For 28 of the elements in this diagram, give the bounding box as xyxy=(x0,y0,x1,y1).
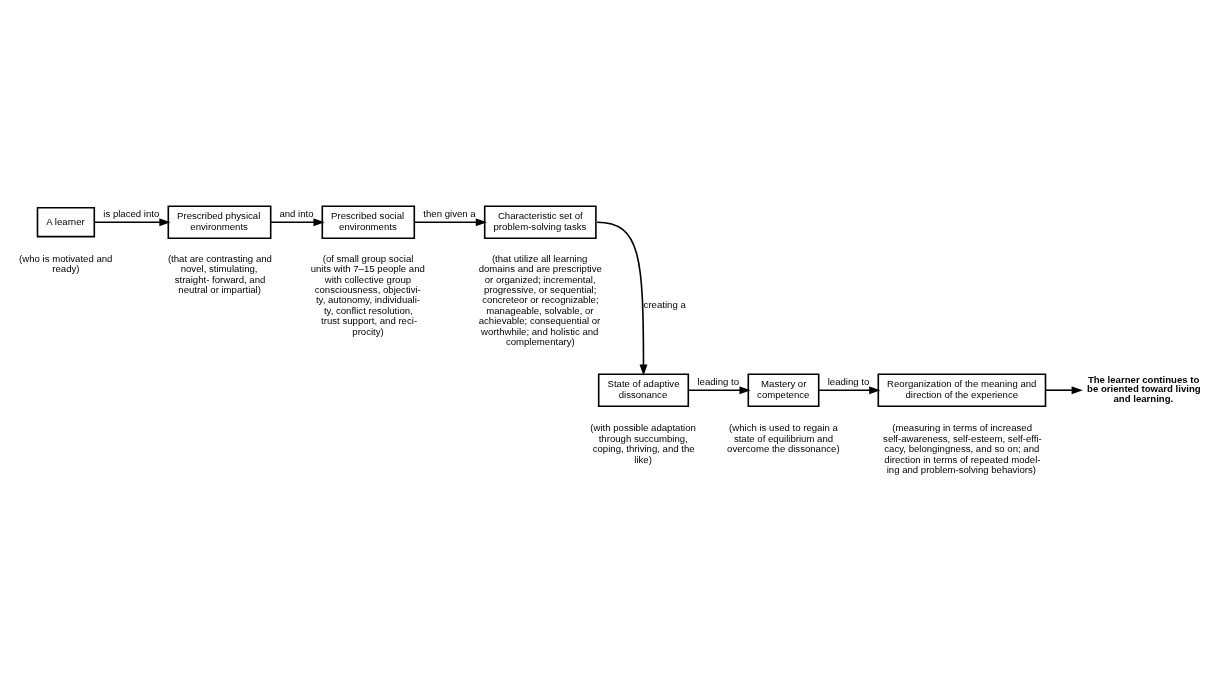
node-box: Prescribed social environments xyxy=(321,204,416,239)
arrow xyxy=(93,217,171,226)
arrow xyxy=(817,385,881,394)
edge-label: leading to xyxy=(827,375,870,387)
edge-label: leading to xyxy=(697,375,740,387)
node-label: (with possible adaptation through succumbing, coping, thriving, and the like) xyxy=(590,421,696,465)
arrow xyxy=(687,385,751,394)
node-label: (which is used to regain a state of equilibrium and overcome the dissonance) xyxy=(727,421,840,454)
node-text: The learner continues to be oriented toward living and learning. xyxy=(1087,373,1201,404)
node-box: Prescribed physical environments xyxy=(167,204,272,239)
node-box: Mastery or competence xyxy=(747,372,820,407)
arrow xyxy=(1044,385,1083,394)
node-box: Characteristic set of problem-solving tasks xyxy=(483,204,597,239)
node-box: Reorganization of the meaning and direction of the experience xyxy=(877,372,1047,407)
node-label: (that are contrasting and novel, stimulating, straight- forward, and neutral or impartial) xyxy=(167,252,272,295)
edge-label: is placed into xyxy=(103,207,160,219)
node-label: (measuring in terms of increased self-awareness, self-esteem, self-effi- cacy, belongingness, and so on; and direction in terms of repeated model- ing and problem-solving behaviors) xyxy=(883,421,1042,475)
arrow xyxy=(596,220,648,376)
arrow xyxy=(413,217,487,226)
node-box: State of adaptive dissonance xyxy=(597,372,690,407)
edge-label: creating a xyxy=(643,298,686,310)
node-label: (who is motivated and ready) xyxy=(19,252,113,274)
node-label: (of small group social units with 7–15 people and with collective group consciousness, objectivi- ty, autonomy, individuali- ty, conflict resolution, trust support, and reci- procity) xyxy=(310,252,425,337)
edge-label: then given a xyxy=(423,207,476,219)
edge-label: and into xyxy=(279,207,314,219)
node-label: (that utilize all learning domains and are prescriptive or organized; incremental, progressive, or sequential; concreteor or recognizable; manageable, solvable, or achievable; consequential or worthwhile; and holistic and complementary) xyxy=(478,252,602,347)
node-box: A learner xyxy=(36,206,96,237)
arrow xyxy=(269,217,325,226)
